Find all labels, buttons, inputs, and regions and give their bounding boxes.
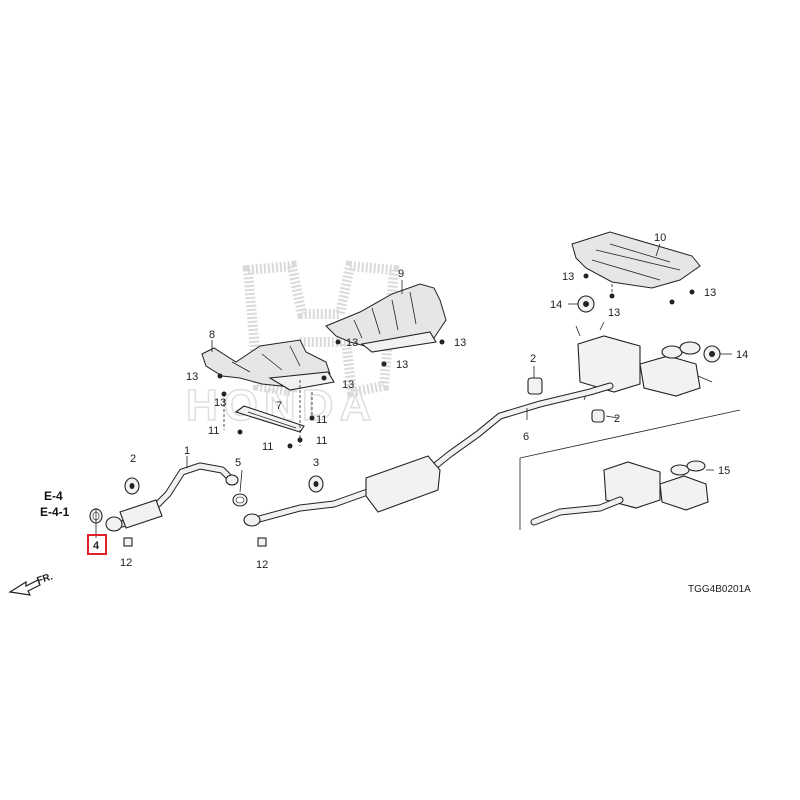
part-12-nut-center[interactable] [257,537,267,547]
label-12: 12 [256,559,268,571]
label-13: 13 [342,379,354,391]
highlighted-part-4[interactable]: 4 [87,534,107,555]
label-2: 2 [614,413,620,425]
label-9: 9 [398,268,404,280]
label-11: 11 [316,435,327,447]
label-11: 11 [208,425,219,437]
part-1-front-pipe[interactable] [105,462,239,532]
ref-e4[interactable]: E-4 [44,489,63,503]
part-2-mount-right[interactable] [591,409,605,423]
part-2-mount-center[interactable] [527,377,543,395]
label-13: 13 [454,337,466,349]
label-13: 13 [214,397,226,409]
label-13: 13 [608,307,620,319]
label-2: 2 [530,353,536,365]
label-1: 1 [184,445,190,457]
label-12: 12 [120,557,132,569]
label-13: 13 [704,287,716,299]
part-15-muffler-variant[interactable] [603,460,709,511]
part-14-mount-right[interactable] [703,345,721,363]
rear-muffler-assembly[interactable] [575,321,713,401]
ref-e4-1[interactable]: E-4-1 [40,505,70,519]
part-8-heat-shield[interactable] [201,339,335,391]
label-2: 2 [130,453,136,465]
diagram-code: TGG4B0201A [688,584,751,595]
part-6-exhaust-pipe[interactable] [243,382,614,527]
label-11: 11 [316,414,327,426]
front-direction-indicator: FR. [8,571,55,596]
variant-separator-line [519,409,741,459]
part-2-mount-left[interactable] [124,477,140,495]
front-label: FR. [36,571,55,587]
variant-exhaust-pipe[interactable] [530,496,624,526]
arrow-icon [8,579,41,596]
label-5: 5 [235,457,241,469]
label-4: 4 [93,540,100,552]
label-13: 13 [396,359,408,371]
label-11: 11 [262,441,273,453]
part-10-heat-shield[interactable] [571,231,701,289]
leader-lines [95,243,732,538]
callout-labels: 1 2 2 2 3 5 6 7 8 9 10 11 11 11 11 12 12… [120,232,748,571]
label-10: 10 [654,232,666,244]
label-13: 13 [562,271,574,283]
label-13: 13 [186,371,198,383]
part-5-gasket[interactable] [232,493,248,507]
label-7: 7 [276,400,282,412]
label-6: 6 [523,431,529,443]
part-12-nut-left[interactable] [123,537,133,547]
label-14: 14 [736,349,748,361]
label-15: 15 [718,465,730,477]
label-14: 14 [550,299,562,311]
label-3: 3 [313,457,319,469]
part-9-heat-shield[interactable] [325,283,447,353]
dashed-reference-lines [223,284,613,446]
part-7-cross-plate[interactable] [234,405,305,433]
label-8: 8 [209,329,215,341]
part-3-mount[interactable] [308,475,324,493]
bolt-markers [217,273,695,449]
label-13: 13 [346,337,358,349]
part-14-mount-top[interactable] [577,295,595,313]
